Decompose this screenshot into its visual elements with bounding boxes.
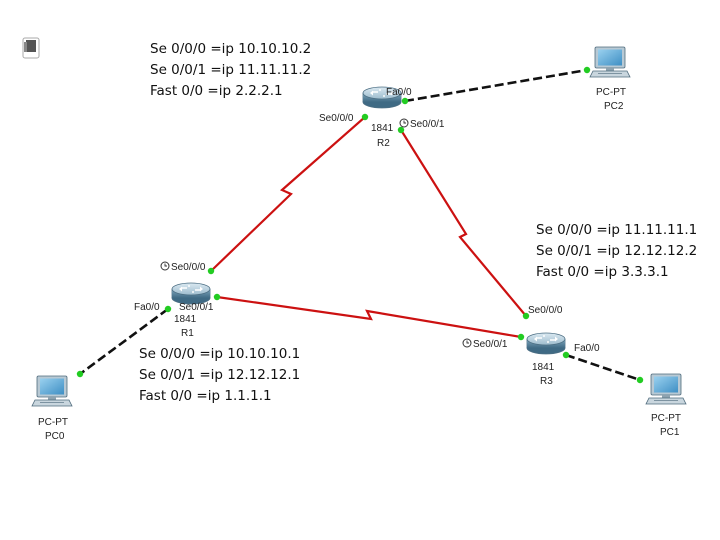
r2-address-note: Se 0/0/0 =ip 10.10.10.2 Se 0/0/1 =ip 11.… (150, 39, 311, 102)
pc1-type-label: PC-PT (651, 413, 681, 424)
r1-se1-label: Se0/0/1 (179, 302, 214, 313)
note-line: Se 0/0/0 =ip 10.10.10.2 (150, 41, 312, 57)
r2-se0-label: Se0/0/0 (319, 113, 354, 124)
pc2-name-label: PC2 (604, 101, 624, 112)
pc0-name-label: PC0 (45, 431, 65, 442)
note-line: Se 0/0/0 =ip 10.10.10.1 (139, 346, 301, 362)
r2-model-label: 1841 (371, 123, 394, 134)
note-line: Se 0/0/1 =ip 12.12.12.1 (139, 367, 301, 383)
r2-fa-label: Fa0/0 (386, 87, 412, 98)
r3-se0-label: Se0/0/0 (528, 305, 563, 316)
pc2-type-label: PC-PT (596, 87, 626, 98)
note-line: Se 0/0/1 =ip 11.11.11.2 (150, 62, 312, 78)
r3-name-label: R3 (540, 376, 553, 387)
r3-se1-label: Se0/0/1 (473, 339, 508, 350)
port-status-dots (76, 66, 644, 384)
r1-name-label: R1 (181, 328, 194, 339)
pc-pc0[interactable]: PC-PT PC0 (31, 375, 73, 442)
router-r1[interactable]: Se0/0/0 Fa0/0 Se0/0/1 1841 R1 (134, 261, 214, 339)
pc-pc2[interactable]: PC-PT PC2 (589, 46, 631, 112)
note-line: Fast 0/0 =ip 2.2.2.1 (150, 83, 283, 99)
note-line: Fast 0/0 =ip 1.1.1.1 (139, 388, 272, 404)
router-r2[interactable]: Fa0/0 Se0/0/0 Se0/0/1 1841 R2 (319, 86, 445, 149)
r1-fa-label: Fa0/0 (134, 302, 160, 313)
note-line: Se 0/0/0 =ip 11.11.11.1 (536, 222, 698, 238)
serial-link-r1-r2[interactable] (210, 116, 366, 272)
note-line: Fast 0/0 =ip 3.3.3.1 (536, 264, 669, 280)
router-r1-icon (171, 282, 211, 305)
pc-pc1[interactable]: PC-PT PC1 (645, 373, 687, 438)
r2-name-label: R2 (377, 138, 390, 149)
r3-clock-icon (462, 338, 472, 348)
r1-clock-icon (160, 261, 170, 271)
r2-se1-label: Se0/0/1 (410, 119, 445, 130)
serial-link-r1-r3[interactable] (216, 295, 522, 339)
ethernet-link-r1-pc0[interactable] (79, 307, 169, 376)
r3-fa-label: Fa0/0 (574, 343, 600, 354)
note-line: Se 0/0/1 =ip 12.12.12.2 (536, 243, 698, 259)
serial-link-r2-r3[interactable] (400, 129, 527, 317)
pc1-name-label: PC1 (660, 427, 680, 438)
pc1-computer-icon (645, 373, 687, 405)
toolbar-glyph-icon (22, 37, 40, 59)
pc2-computer-icon (589, 46, 631, 78)
pc0-type-label: PC-PT (38, 417, 68, 428)
r1-se0-label: Se0/0/0 (171, 262, 206, 273)
r2-clock-icon (399, 118, 409, 128)
r3-model-label: 1841 (532, 362, 555, 373)
router-r3[interactable]: Se0/0/0 Se0/0/1 Fa0/0 1841 R3 (462, 305, 600, 387)
ethernet-link-r3-pc1[interactable] (565, 353, 641, 382)
router-r3-icon (526, 332, 566, 355)
r3-address-note: Se 0/0/0 =ip 11.11.11.1 Se 0/0/1 =ip 12.… (536, 220, 697, 283)
ethernet-link-r2-pc2[interactable] (404, 68, 588, 103)
r1-model-label: 1841 (174, 314, 197, 325)
pc0-computer-icon (31, 375, 73, 407)
r1-address-note: Se 0/0/0 =ip 10.10.10.1 Se 0/0/1 =ip 12.… (139, 344, 300, 407)
